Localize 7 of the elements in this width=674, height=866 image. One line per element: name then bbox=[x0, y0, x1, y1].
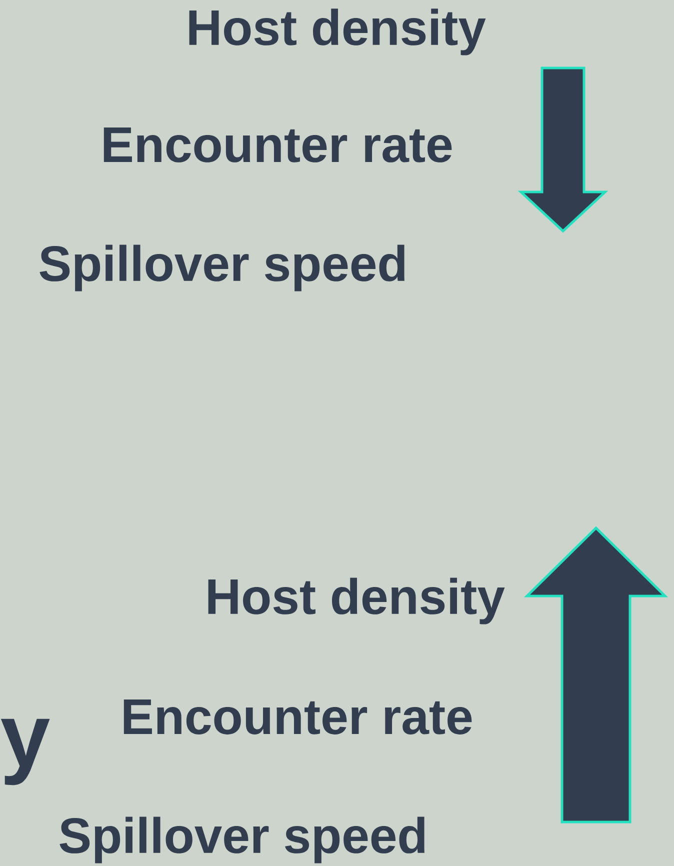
label-text: Spillover speed bbox=[60, 816, 424, 864]
label-text: Host density bbox=[208, 578, 505, 624]
label-text: Encounter rate bbox=[104, 128, 452, 162]
label-text: Host density bbox=[189, 8, 486, 56]
label-text: y bbox=[0, 718, 50, 786]
label-text: Spillover speed bbox=[40, 244, 404, 292]
label-text: Encounter rate bbox=[124, 700, 472, 734]
